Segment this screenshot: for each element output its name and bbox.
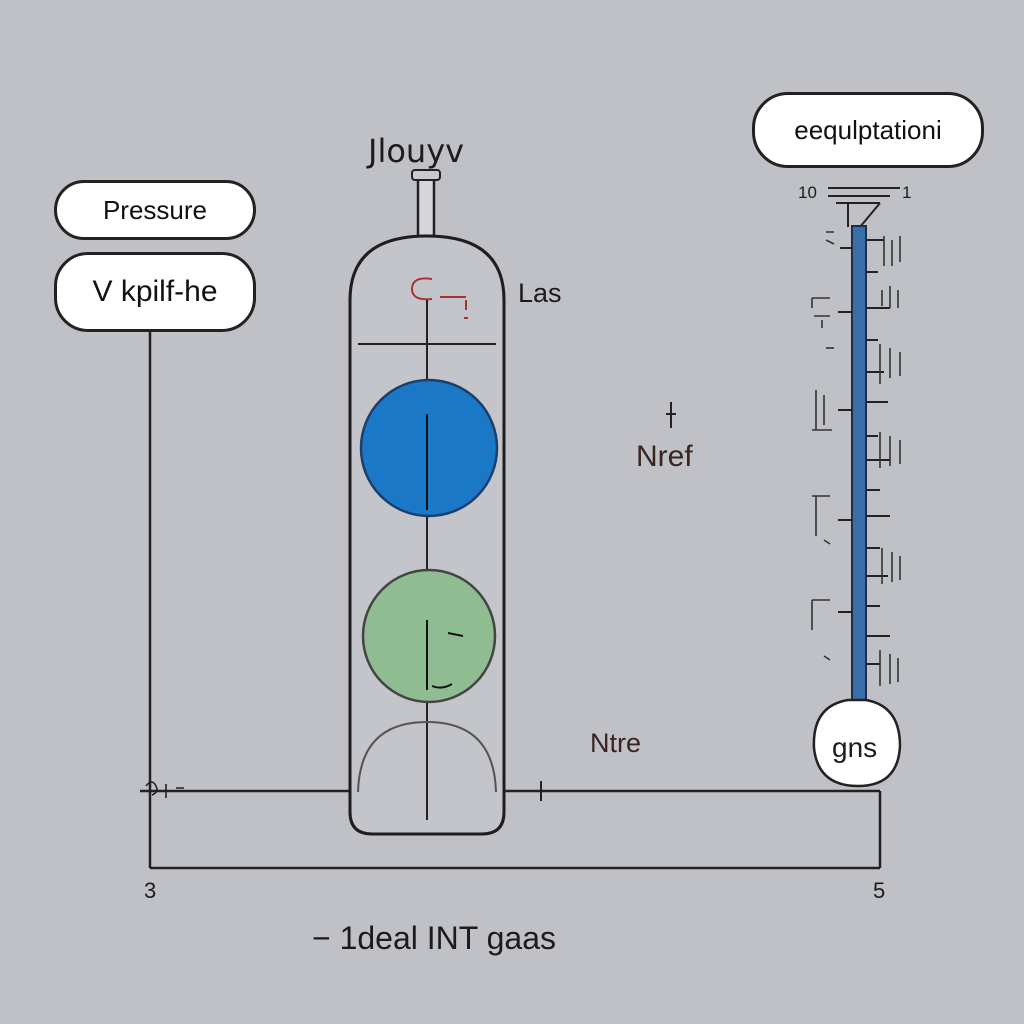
valve-top-label: Jlouyv — [368, 132, 465, 170]
red-c-mark — [410, 277, 468, 319]
thermo-top-bracket — [847, 202, 881, 228]
cylinder-bottom-arc — [357, 720, 497, 793]
axis-right-label: 5 — [873, 878, 886, 903]
lower-green-disk — [361, 568, 497, 704]
thermometer-scale-scribbles — [811, 231, 901, 686]
ntre-label: Ntre — [590, 728, 642, 758]
valve-cap — [411, 169, 441, 181]
thermometer-ticks — [838, 239, 890, 665]
bulb-label: gns — [832, 732, 878, 763]
pressure-label: Pressure — [102, 194, 208, 225]
equation-label: eequlptationi — [794, 114, 942, 145]
upper-blue-disk — [359, 378, 499, 518]
thermometer-bulb — [812, 698, 902, 788]
gas-side-label: Las — [518, 278, 562, 308]
lower-disk-marks — [426, 620, 464, 690]
nref-tick-mark — [666, 402, 676, 428]
nref-label: Nref — [636, 440, 693, 473]
volume-label: V kpilf-he — [92, 275, 218, 308]
thermo-right-label: 1 — [902, 183, 912, 202]
equation-label-bubble: eequlptationi — [752, 92, 984, 168]
volume-label-bubble: V kpilf-he — [54, 252, 256, 332]
diagram-caption: − 1deal INT gaas — [312, 920, 557, 956]
valve-stem — [416, 176, 436, 238]
pressure-label-bubble: Pressure — [54, 180, 256, 240]
left-scribble-mark — [145, 781, 184, 798]
thermo-left-label: 10 — [798, 183, 817, 202]
axis-left-label: 3 — [144, 878, 157, 903]
thermometer-column — [851, 225, 867, 705]
